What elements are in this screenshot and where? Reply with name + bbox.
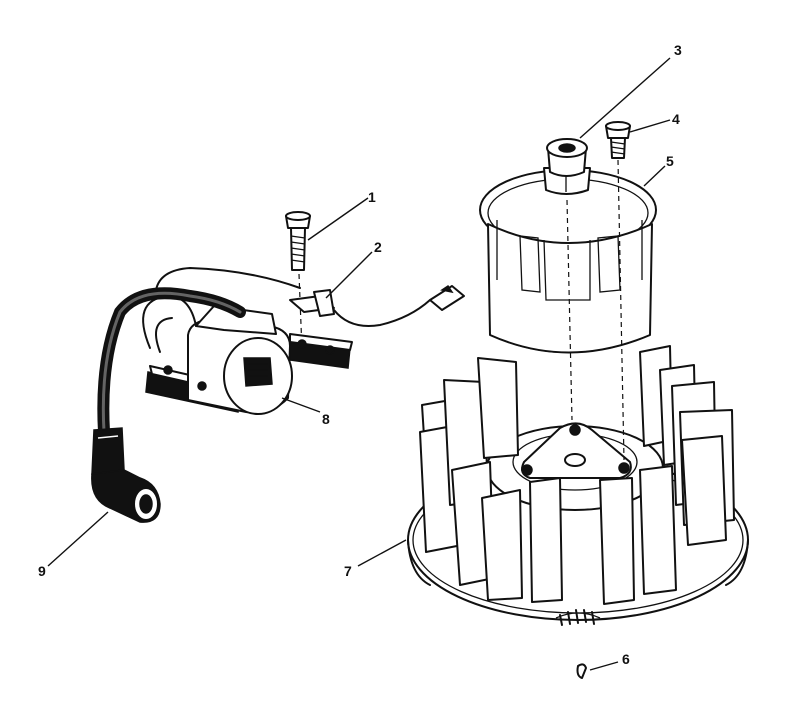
callout-6: 6 [622,651,630,667]
leader-lines [47,57,671,671]
callout-5: 5 [666,153,674,169]
flywheel-key [576,663,587,679]
callout-8: 8 [322,411,330,427]
callout-3: 3 [674,42,682,58]
callout-9: 9 [38,563,46,579]
callout-2: 2 [374,239,382,255]
cup-screw [605,121,631,461]
starter-cup [479,169,657,354]
flywheel [407,345,749,626]
callout-labels: 1 2 3 4 5 6 7 8 9 [38,42,682,667]
ignition-coil [142,295,353,415]
callout-7: 7 [344,563,352,579]
coil-bolt [285,211,311,351]
callout-1: 1 [368,189,376,205]
flywheel-nut [543,138,591,421]
spark-plug-lead [91,287,246,523]
callout-4: 4 [672,111,680,127]
ground-wire [155,267,465,327]
